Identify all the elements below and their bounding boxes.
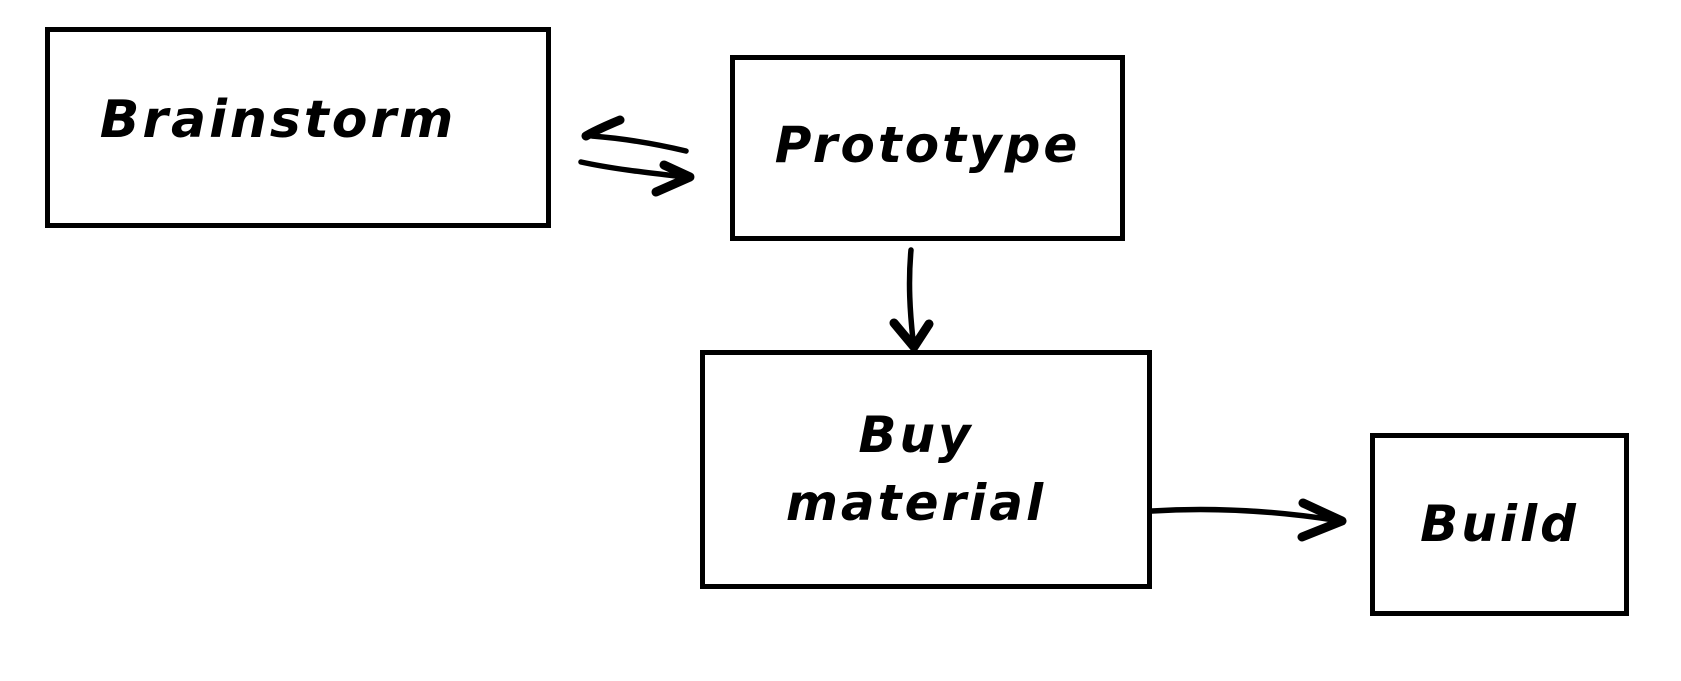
arrow-buy-material-to-build: [1149, 498, 1347, 542]
node-brainstorm: Brainstorm: [45, 27, 551, 228]
node-build-label: Build: [1420, 494, 1579, 553]
node-build: Build: [1370, 433, 1629, 616]
node-brainstorm-label: Brainstorm: [99, 90, 457, 151]
node-buy-material: Buy material: [700, 350, 1152, 589]
arrow-brainstorm-to-prototype: [578, 159, 695, 197]
node-buy-material-label-line1: Buy: [858, 406, 974, 464]
node-buy-material-label-line2: material: [785, 473, 1047, 532]
arrow-prototype-to-buy-material: [889, 247, 934, 352]
node-prototype: Prototype: [730, 55, 1125, 241]
arrow-prototype-to-brainstorm: [581, 115, 689, 154]
node-prototype-label: Prototype: [774, 116, 1081, 175]
